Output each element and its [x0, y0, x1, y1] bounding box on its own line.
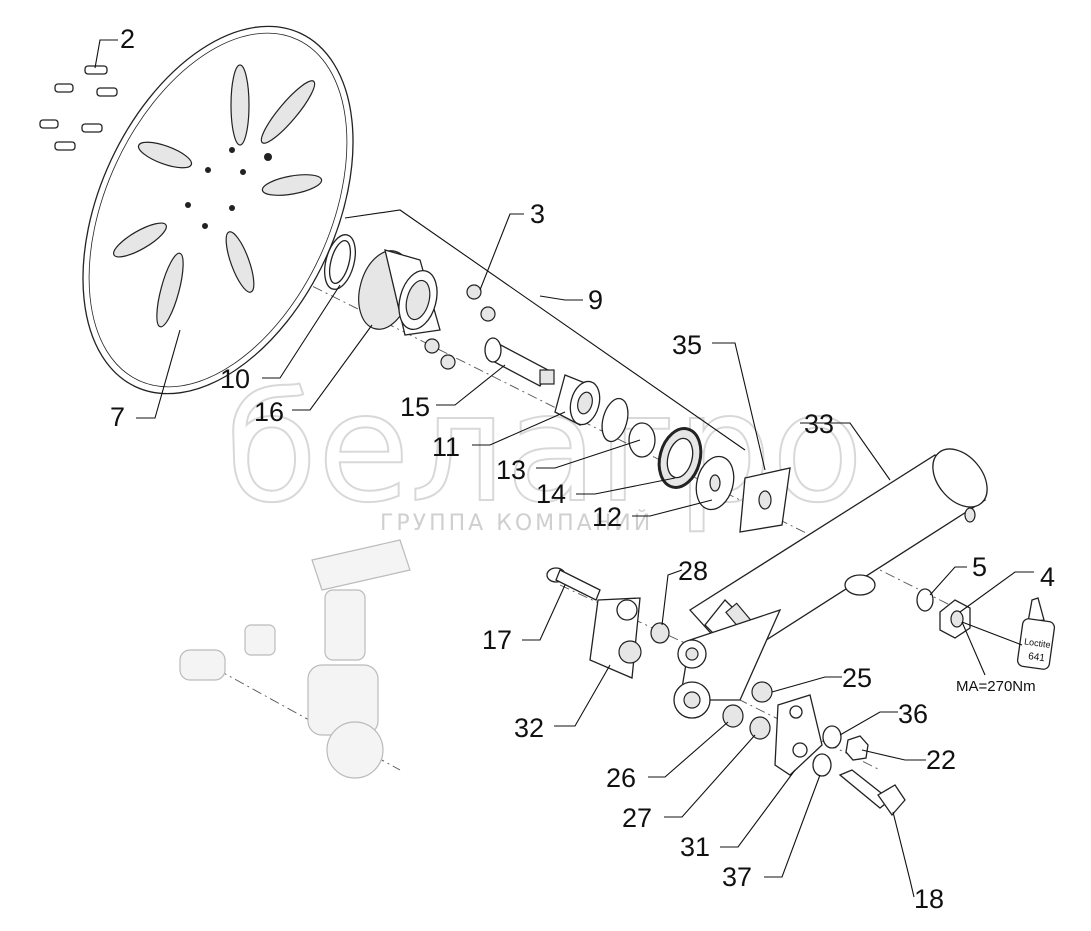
- spacer: [628, 422, 656, 458]
- callout-14: 14: [536, 479, 566, 509]
- part-37-washer: [812, 753, 832, 777]
- svg-text:Loctite: Loctite: [1024, 636, 1052, 650]
- part-13-retaining-ring: [601, 397, 629, 443]
- callout-25: 25: [842, 663, 872, 693]
- part-5-washer: [916, 588, 934, 612]
- part-26-bushing: [722, 704, 744, 728]
- loctite-bottle: Loctite 641: [1016, 597, 1056, 670]
- callout-35: 35: [672, 330, 702, 360]
- callout-37: 37: [722, 862, 752, 892]
- callout-4: 4: [1040, 562, 1055, 592]
- part-36-washer: [822, 725, 842, 749]
- part-12-washer: [695, 455, 735, 511]
- callout-11: 11: [432, 432, 460, 462]
- part-10-retaining-ring: [324, 234, 356, 290]
- callout-32: 32: [514, 713, 544, 743]
- svg-text:ГРУППА КОМПАНИЙ: ГРУППА КОМПАНИЙ: [380, 510, 653, 536]
- callout-17: 17: [482, 625, 512, 655]
- callout-5: 5: [972, 552, 987, 582]
- callout-31: 31: [680, 832, 710, 862]
- callout-9: 9: [588, 285, 603, 315]
- part-25-bushing: [751, 681, 773, 703]
- callout-labels: 2 3 9 35 10 16 7 15 11 13 33 14 12 28 5 …: [110, 24, 1055, 914]
- callout-7: 7: [110, 402, 125, 432]
- part-18-bolt: [838, 769, 906, 817]
- part-14-seal: [657, 427, 703, 489]
- part-2-bolts: [39, 65, 118, 151]
- svg-text:641: 641: [1027, 651, 1045, 664]
- callout-18: 18: [914, 884, 944, 914]
- part-15-axle: [484, 337, 555, 387]
- torque-note: MA=270Nm: [956, 678, 1036, 695]
- callout-10: 10: [220, 364, 250, 394]
- callout-33: 33: [804, 409, 834, 439]
- part-7-disc: [82, 25, 354, 395]
- part-22-nut: [845, 735, 869, 761]
- part-32-bracket: [589, 597, 642, 679]
- callout-22: 22: [926, 745, 956, 775]
- callout-28: 28: [678, 556, 708, 586]
- part-4-nut: [939, 599, 971, 639]
- callout-16: 16: [254, 397, 284, 427]
- part-3-nuts: [424, 284, 496, 370]
- ghost-drive-assembly: [179, 539, 411, 779]
- part-35-plate: [739, 467, 791, 533]
- callout-27: 27: [622, 803, 652, 833]
- callout-13: 13: [496, 455, 526, 485]
- part-31-plate: [774, 694, 823, 776]
- callout-15: 15: [400, 392, 430, 422]
- callout-2: 2: [120, 24, 135, 54]
- callout-12: 12: [592, 502, 622, 532]
- callout-36: 36: [898, 699, 928, 729]
- part-28-bushing: [650, 622, 670, 644]
- part-27-bushing: [749, 716, 771, 740]
- part-16-hub: [358, 249, 441, 336]
- callout-3: 3: [530, 199, 545, 229]
- watermark: белагро ГРУППА КОМПАНИЙ: [224, 361, 864, 537]
- leader-lines: [94, 39, 1034, 898]
- part-33-arm-tube: [673, 448, 988, 719]
- callout-26: 26: [606, 763, 636, 793]
- part-17-bolt: [546, 567, 601, 601]
